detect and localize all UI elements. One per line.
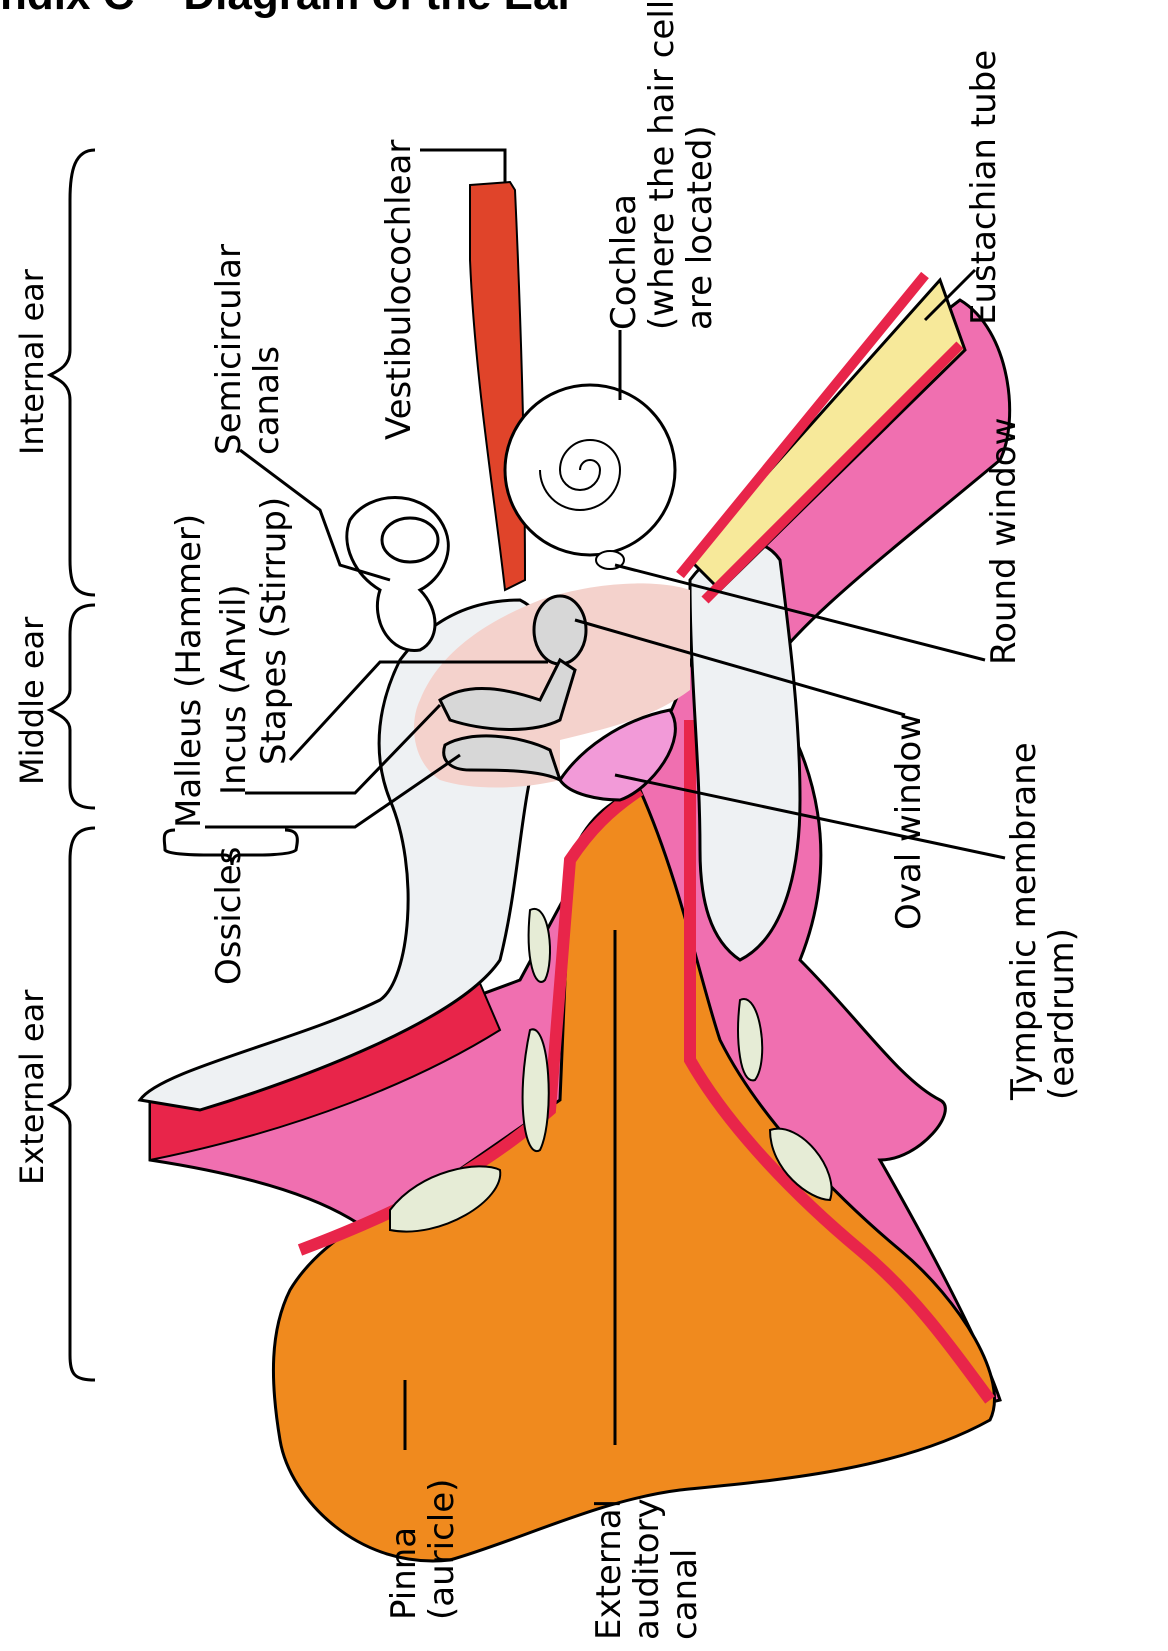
ossicle-stapes	[534, 596, 586, 664]
brace-internal	[50, 150, 95, 595]
cartilage	[529, 909, 550, 982]
label-incus: Incus (Anvil)	[215, 584, 253, 795]
temporal-bone-right	[690, 543, 800, 960]
cochlea	[505, 385, 675, 555]
label-oval-window: Oval window	[890, 713, 928, 930]
label-external-ear: External ear	[15, 990, 51, 1185]
label-malleus: Malleus (Hammer)	[170, 514, 208, 828]
label-vestibulocochlear: Vestibulocochlear	[380, 140, 418, 440]
leader-vestibulocochlear	[420, 150, 505, 182]
label-tympanic-membrane: Tympanic membrane (eardrum)	[1005, 742, 1081, 1100]
label-internal-ear: Internal ear	[15, 269, 51, 455]
brace-external	[50, 828, 95, 1380]
brace-middle	[50, 605, 95, 808]
label-cochlea: Cochlea (where the hair cells are locate…	[605, 0, 719, 330]
label-external-auditory-canal: External auditory canal	[590, 1498, 704, 1640]
label-semicircular-canals: Semicircular canals	[210, 244, 286, 455]
label-round-window: Round window	[985, 418, 1023, 665]
label-stapes: Stapes (Stirrup)	[255, 497, 293, 765]
label-eustachian-tube: Eustachian tube	[965, 50, 1003, 325]
vestibulocochlear-nerve	[470, 182, 525, 590]
label-ossicles: Ossicles	[210, 847, 248, 985]
cartilage	[523, 1029, 549, 1151]
label-middle-ear: Middle ear	[15, 617, 51, 785]
label-pinna: Pinna (auricle)	[385, 1479, 461, 1620]
